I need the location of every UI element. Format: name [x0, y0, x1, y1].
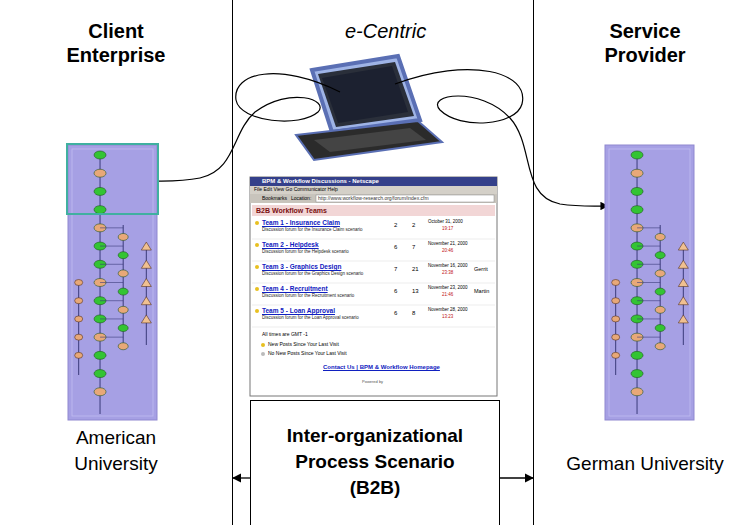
screenshot-text: 20:46 — [442, 249, 453, 254]
screenshot-text: 21:46 — [442, 293, 453, 298]
organization-name: German University — [565, 451, 725, 477]
screenshot-text: Discussion forum for the Graphics Design… — [262, 272, 363, 277]
screenshot-text: Contact Us | BPM & Workflow Homepage — [323, 364, 440, 371]
screenshot-text: Team 4 - Recruitment — [262, 285, 328, 292]
screenshot-text: Discussion forum for the Recruitment sce… — [262, 294, 354, 299]
screenshot-text: Team 2 - Helpdesk — [262, 241, 319, 248]
screenshot-text: New Posts Since Your Last Visit — [268, 342, 339, 348]
screenshot-text: Discussion forum for the Helpdesk scenar… — [262, 250, 349, 255]
screenshot-text: 13:23 — [442, 315, 453, 320]
screenshot-text: File Edit View Go Communicator Help — [254, 187, 338, 193]
screenshot-text: 6 — [394, 244, 397, 251]
organization-panel: Service ProviderGerman University — [533, 0, 754, 525]
screenshot-text: November 21, 2000 — [428, 242, 468, 247]
screenshot-text: Location: — [291, 196, 311, 202]
screenshot-text: B2B Workflow Teams — [256, 207, 327, 215]
organization-name: American University — [36, 425, 196, 477]
screenshot-text: Powered by — [362, 380, 383, 384]
screenshot-text: 7 — [394, 266, 397, 273]
screenshot-text: 8 — [412, 310, 415, 317]
screenshot-text: Team 1 - Insurance Claim — [262, 219, 340, 226]
screenshot-text: 13 — [412, 288, 419, 295]
scenario-box: Inter-organizational Process Scenario (B… — [250, 400, 500, 525]
screenshot-text: November 16, 2000 — [428, 264, 468, 269]
screenshot-text: 2 — [412, 222, 415, 229]
screenshot-text: 23:38 — [442, 271, 453, 276]
screenshot-text: 2 — [394, 222, 397, 229]
scenario-title: Inter-organizational Process Scenario (B… — [270, 423, 480, 501]
screenshot-text: October 31, 2000 — [428, 220, 463, 225]
screenshot-text: http://www.workflow-research.org/forum/i… — [318, 196, 429, 202]
screenshot-text: November 28, 2000 — [428, 308, 468, 313]
flow-arrow — [500, 477, 533, 478]
screenshot-text: No New Posts Since Your Last Visit — [268, 351, 347, 357]
screenshot-text: 6 — [394, 288, 397, 295]
organization-panel: Client EnterpriseAmerican University — [0, 0, 233, 525]
system-name: e-Centric — [345, 20, 426, 42]
screenshot-text: Gerrit — [474, 266, 488, 272]
workflow-graphic — [67, 144, 158, 420]
screenshot-text: Team 3 - Graphics Design — [262, 263, 341, 270]
wavy-arrows — [150, 70, 608, 207]
screenshot-text: Bookmarks — [262, 196, 287, 202]
screenshot-text: 21 — [412, 266, 419, 273]
screenshot — [250, 177, 497, 396]
screenshot-text: Team 5 - Loan Approval — [262, 307, 335, 314]
screenshot-text: 19:17 — [442, 227, 453, 232]
flow-arrow — [233, 477, 250, 478]
screenshot-text: All times are GMT -1 — [262, 332, 308, 338]
screenshot-text: 6 — [394, 310, 397, 317]
screenshot-text: BPM & Workflow Discussions - Netscape — [262, 178, 379, 185]
panel-heading: Service Provider — [570, 19, 720, 67]
laptop-icon — [296, 56, 442, 160]
screenshot-text: 7 — [412, 244, 415, 251]
screenshot-text: Discussion forum for the Loan Approval s… — [262, 316, 359, 321]
panel-heading: Client Enterprise — [41, 19, 191, 67]
workflow-graphic — [605, 145, 694, 420]
screenshot-text: Discussion forum for the Insurance Claim… — [262, 228, 363, 233]
screenshot-text: Martin — [474, 288, 489, 294]
screenshot-text: November 23, 2000 — [428, 286, 468, 291]
